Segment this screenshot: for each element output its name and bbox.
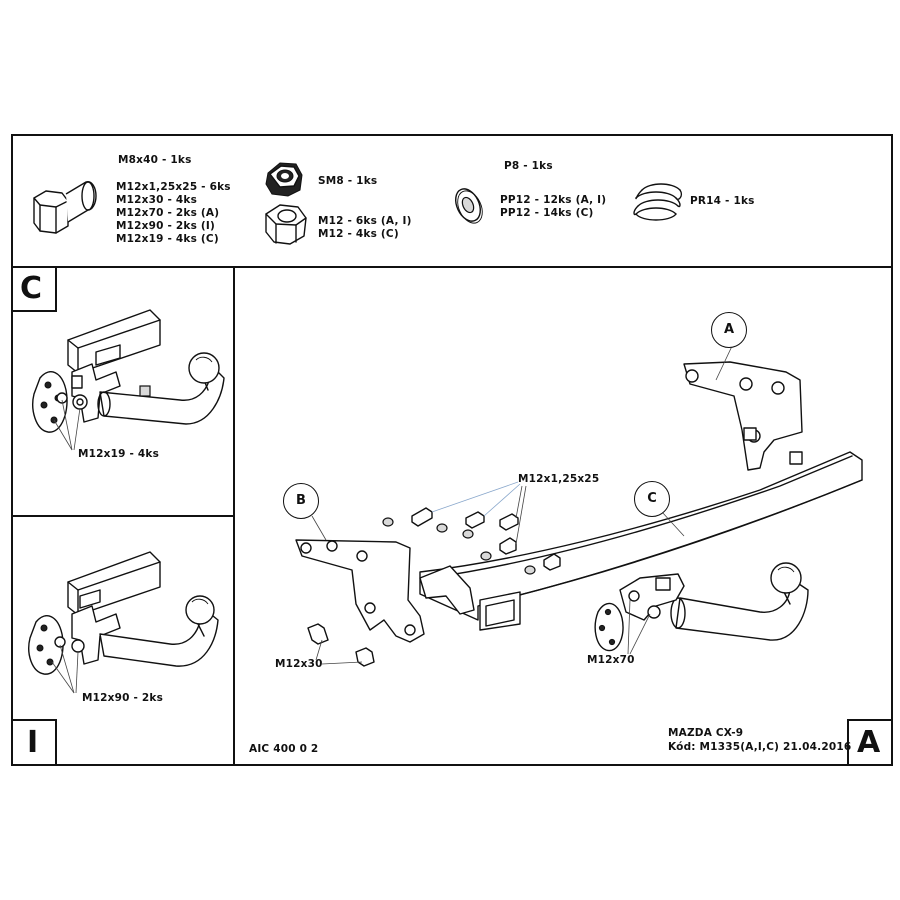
- bolt-spec-m12x90: M12x90 - 2ks (I): [116, 220, 216, 232]
- bolt-spec-m8x40: M8x40 - 1ks: [118, 154, 192, 166]
- flat-washer-icon: [455, 188, 483, 224]
- bolt-spec-m12x70: M12x70 - 2ks (A): [116, 207, 220, 219]
- panel-letter-i: I: [27, 725, 39, 760]
- hex-nut-m12-icon: [265, 204, 307, 245]
- main-towbar-assembly-drawing: [295, 343, 863, 667]
- label-circle-c: C: [634, 481, 670, 517]
- vehicle-model: MAZDA CX-9: [668, 727, 744, 739]
- bolt-spec-m12x19: M12x19 - 4ks (C): [116, 233, 219, 245]
- main-letter-a: A: [857, 725, 881, 760]
- panel-c-callout: M12x19 - 4ks: [78, 448, 160, 460]
- callout-m12x30: M12x30: [275, 658, 323, 670]
- letter-box-a: [847, 719, 893, 766]
- spring-washer-icon: [633, 183, 683, 221]
- washer-spec-pp12-ai: PP12 - 12ks (A, I): [500, 194, 607, 206]
- washer-spec-p8: P8 - 1ks: [504, 160, 553, 172]
- nut-spec-m12-ai: M12 - 6ks (A, I): [318, 215, 412, 227]
- callout-bolts-m12x125x25: M12x1,25x25: [518, 473, 600, 485]
- washer-spec-pp12-c: PP12 - 14ks (C): [500, 207, 594, 219]
- hex-bolt-icon: [33, 181, 97, 234]
- label-circle-b: B: [283, 483, 319, 519]
- callout-m12x70: M12x70: [587, 654, 635, 666]
- letter-box-c: [11, 266, 57, 312]
- bolt-spec-m12x30: M12x30 - 4ks: [116, 194, 198, 206]
- product-code: AIC 400 0 2: [249, 743, 319, 755]
- spring-washer-spec-pr14: PR14 - 1ks: [690, 195, 755, 207]
- hex-nut-sm8-icon: [265, 162, 303, 197]
- nut-spec-sm8: SM8 - 1ks: [318, 175, 378, 187]
- panel-i-callout: M12x90 - 2ks: [82, 692, 164, 704]
- panel-i-towbar-drawing: [28, 551, 219, 694]
- panel-c-towbar-drawing: [32, 309, 225, 451]
- panel-letter-c: C: [20, 271, 43, 306]
- label-circle-a: A: [711, 312, 747, 348]
- nut-spec-m12-c: M12 - 4ks (C): [318, 228, 399, 240]
- letter-box-i: [11, 719, 57, 766]
- bolt-spec-m12x125x25: M12x1,25x25 - 6ks: [116, 181, 231, 193]
- outer-frame: [11, 134, 893, 766]
- drawing-code-date: Kód: M1335(A,I,C) 21.04.2016: [668, 741, 852, 753]
